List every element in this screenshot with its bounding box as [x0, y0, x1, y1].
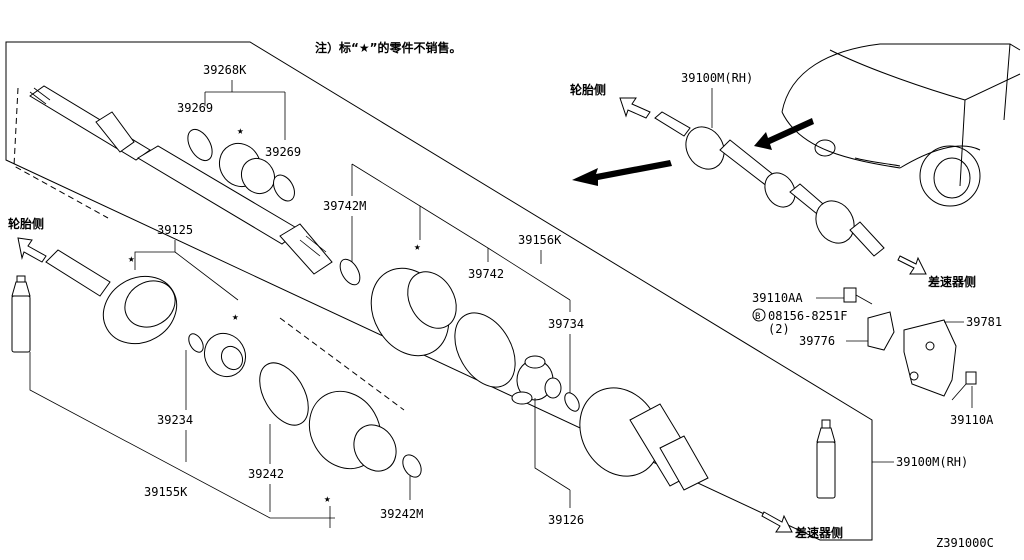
label-39242M: 39242M [380, 507, 423, 521]
bolt-39110AA [843, 287, 873, 305]
outer-boot [308, 390, 397, 472]
bolt-b-mark [752, 308, 766, 322]
diff-side-bottom-arrow [761, 511, 793, 533]
snap-ring-39734 [564, 392, 580, 412]
boot-band-small-b [273, 174, 295, 202]
drive-shaft-assembly [654, 111, 885, 257]
label-39776: 39776 [799, 334, 835, 348]
assembly-frame [5, 41, 873, 541]
wheel-side-left-label: 轮胎侧 [8, 216, 44, 231]
star-39242: ★ [324, 492, 331, 505]
label-39110AA: 39110AA [752, 291, 803, 305]
grease-tube-left [11, 275, 31, 353]
label-39155K: 39155K [144, 485, 188, 499]
label-39269b: 39269 [265, 145, 301, 159]
label-39234: 39234 [157, 413, 193, 427]
label-08156-8251F: 08156-8251F [768, 309, 847, 323]
label-39125: 39125 [157, 223, 193, 237]
wheel-side-top-arrow [619, 97, 651, 119]
bolt-39110A [951, 371, 977, 401]
inner-boot [370, 267, 457, 357]
boot-band-39742-large [454, 312, 516, 388]
direction-arrow-car [754, 118, 814, 150]
grease-tube-right [816, 419, 836, 499]
car-outline [781, 43, 1021, 207]
direction-arrow-long [572, 160, 672, 186]
dashed-connector-lower [279, 317, 405, 411]
star-39125b: ★ [232, 310, 239, 323]
support-bracket-39781 [903, 319, 957, 397]
label-39268K: 39268K [203, 63, 247, 77]
label-39156K: 39156K [518, 233, 562, 247]
boot-band-39242M [402, 454, 422, 478]
wheel-side-top-label: 轮胎侧 [570, 82, 606, 97]
diagram-code: Z391000C [936, 536, 994, 550]
label-39126: 39126 [548, 513, 584, 527]
small-boot [218, 142, 276, 195]
spider-assembly [511, 355, 562, 405]
boot-band-small-a [187, 128, 213, 162]
note-text: 注）标“★”的零件不销售。 [315, 40, 462, 55]
label-39269a: 39269 [177, 101, 213, 115]
label-39110A: 39110A [950, 413, 994, 427]
outer-cv-joint [45, 249, 178, 345]
inner-race [203, 332, 247, 378]
circlip-39234 [188, 333, 204, 353]
star-39742: ★ [414, 240, 421, 253]
label-39781: 39781 [966, 315, 1002, 329]
label-39100M-bottom: 39100M(RH) [896, 455, 968, 469]
diff-side-right-arrow [897, 255, 927, 275]
label-39734: 39734 [548, 317, 584, 331]
label-39242: 39242 [248, 467, 284, 481]
wheel-side-left-arrow [17, 237, 47, 263]
label-39100M-top: 39100M(RH) [681, 71, 753, 85]
label-39742: 39742 [468, 267, 504, 281]
label-39742M: 39742M [323, 199, 366, 213]
inner-cv-housing [579, 387, 709, 491]
star-39125a: ★ [128, 252, 135, 265]
boot-band-39742M [339, 258, 361, 286]
intermediate-shaft [29, 85, 333, 275]
boot-band-39242 [259, 362, 309, 426]
bolt-b-letter: B [755, 312, 760, 322]
diff-side-bottom-label: 差速器侧 [794, 525, 843, 540]
label-08156-qty: (2) [768, 322, 790, 336]
star-39268K: ★ [237, 124, 244, 137]
bracket-clip-39776 [867, 311, 895, 351]
diff-side-right-label: 差速器侧 [927, 274, 976, 289]
